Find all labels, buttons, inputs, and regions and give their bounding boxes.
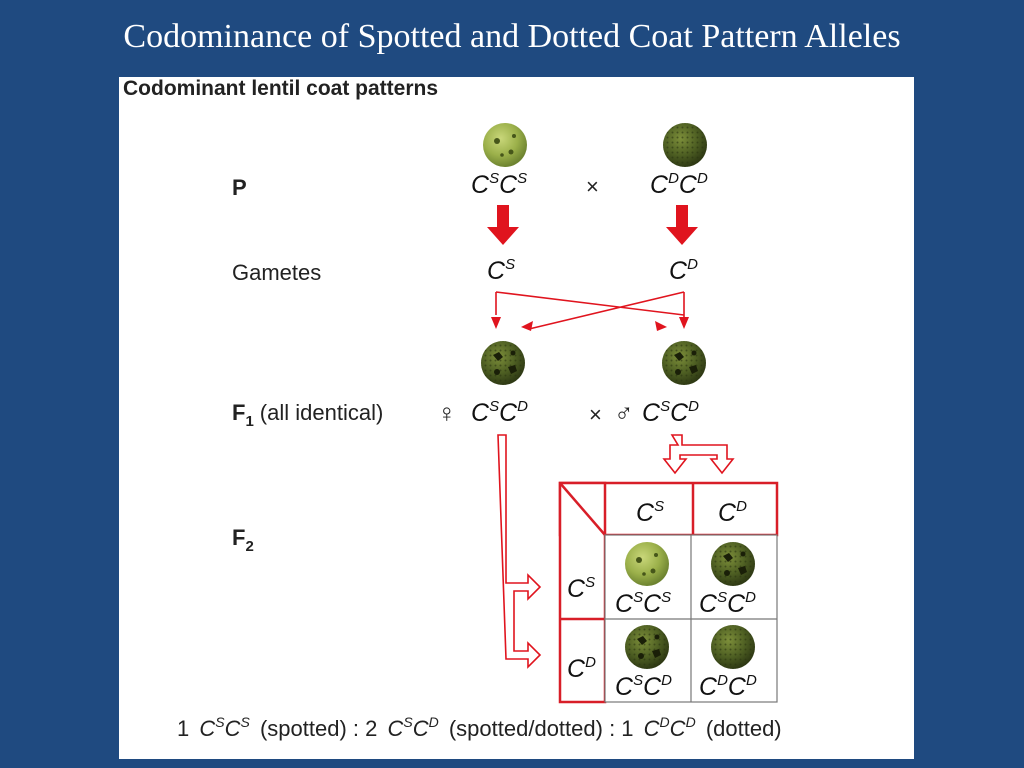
genetics-figure: Codominant lentil coat patterns P Gamete… — [119, 77, 914, 759]
cross-symbol: × — [586, 174, 599, 199]
figure-title: Codominant lentil coat patterns — [123, 77, 438, 100]
parent-spotted-seed — [483, 123, 527, 167]
grid-genotype-sd-bottom: CSCD — [615, 672, 672, 701]
f1-genotype-male: CSCD — [642, 398, 699, 427]
f1-seed-male — [662, 341, 706, 385]
grid-seed-ss — [625, 542, 669, 586]
cross-diagram: Codominant lentil coat patterns P Gamete… — [123, 77, 782, 741]
arrow-down-left — [487, 205, 519, 245]
ratio-summary: 1 CSCS (spotted) : 2 CSCD (spotted/dotte… — [177, 707, 782, 741]
punnett-square — [558, 481, 779, 704]
grid-genotype-dd: CDCD — [699, 672, 757, 701]
grid-seed-sd-bottom — [625, 625, 669, 669]
parent-dotted-seed — [663, 123, 707, 167]
grid-row-header-spotted: CS — [567, 574, 595, 603]
f1-seed-female — [481, 341, 525, 385]
grid-row-header-dotted: CD — [567, 654, 596, 683]
gamete-spotted: CS — [487, 256, 515, 285]
row-label-f2: F2 — [232, 525, 254, 555]
row-label-p: P — [232, 175, 247, 200]
row-label-f1: F1(all identical) — [232, 400, 383, 430]
slide-title: Codominance of Spotted and Dotted Coat P… — [123, 18, 901, 55]
gamete-dotted: CD — [669, 256, 698, 285]
grid-seed-dd — [711, 625, 755, 669]
grid-col-header-dotted: CD — [718, 498, 747, 527]
grid-col-header-spotted: CS — [636, 498, 664, 527]
gamete-cross-arrowheads — [491, 317, 689, 331]
grid-genotype-ss: CSCS — [615, 589, 671, 618]
female-symbol: ♀ — [437, 398, 457, 428]
f1-cross-symbol: × — [589, 402, 602, 427]
f1-genotype-female: CSCD — [471, 398, 528, 427]
grid-genotype-sd-top: CSCD — [699, 589, 756, 618]
arrow-down-right — [666, 205, 698, 245]
male-gamete-arrow — [662, 434, 735, 475]
male-symbol: ♂ — [614, 398, 634, 428]
parent-genotype-dotted: CDCD — [650, 170, 708, 199]
female-gamete-arrow — [497, 434, 542, 669]
grid-seed-sd-top — [711, 542, 755, 586]
row-label-gametes: Gametes — [232, 260, 321, 285]
parent-genotype-spotted: CSCS — [471, 170, 527, 199]
